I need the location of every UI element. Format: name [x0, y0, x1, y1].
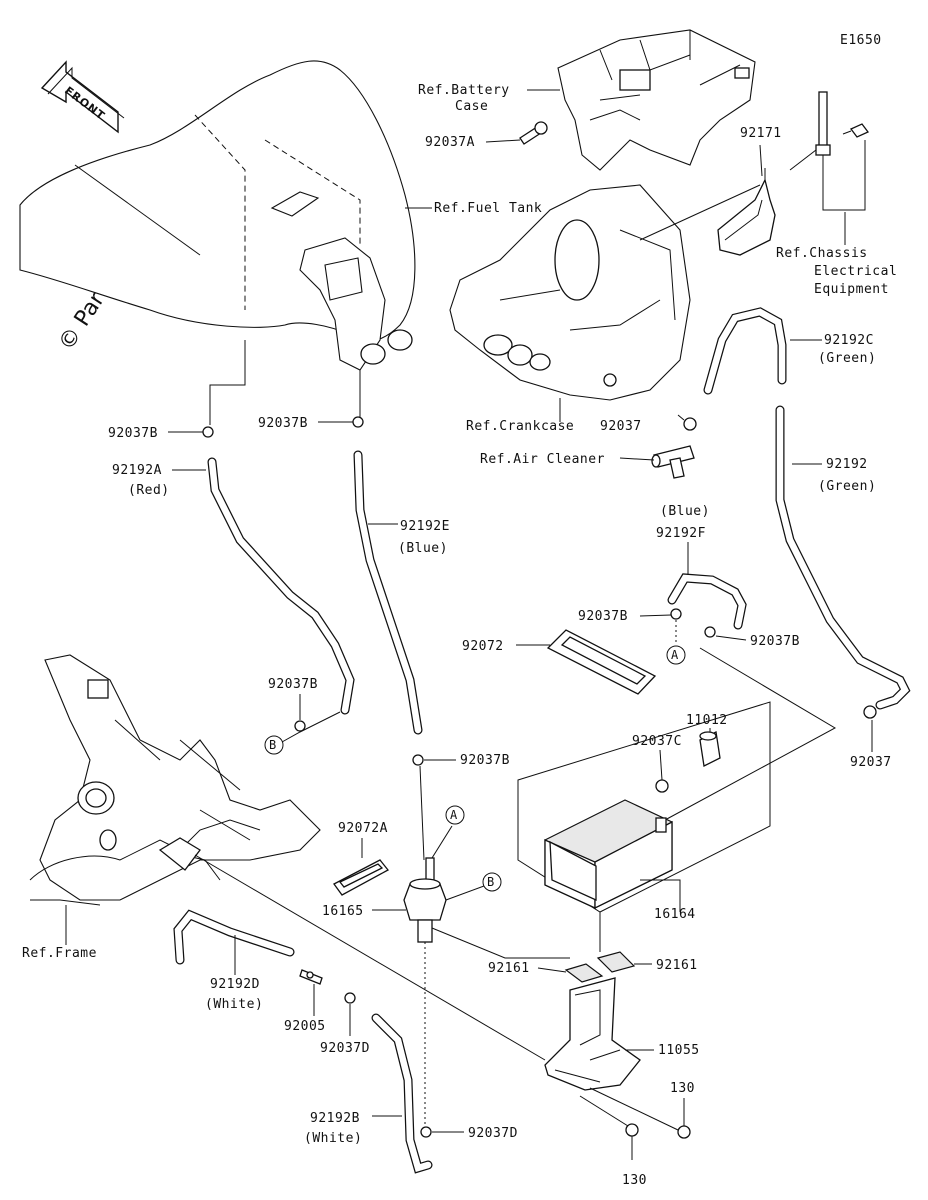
part-92192A-label: 92192A: [112, 463, 162, 478]
callout-A-bottom: [445, 805, 465, 825]
callout-A-top: [666, 645, 686, 665]
part-92192F-label: 92192F: [656, 526, 706, 541]
callout-B-right-label: B: [487, 875, 494, 889]
part-92037A-label: 92037A: [425, 135, 475, 150]
part-92161-right-label: 92161: [656, 958, 698, 973]
part-130-bottom-label: 130: [622, 1173, 647, 1188]
fitting-92005: [299, 969, 323, 985]
pad-92161-left: [564, 963, 604, 983]
ref-battery-case-label-1: Ref.Battery: [418, 83, 510, 98]
callout-B-left: [264, 735, 284, 755]
part-92192B-label: 92192B: [310, 1111, 360, 1126]
canister-16164: [544, 799, 673, 910]
part-92037B-3-label: 92037B: [268, 677, 318, 692]
air-cleaner-fitting: [651, 445, 695, 479]
ref-battery-case-label-2: Case: [455, 99, 488, 114]
part-92037B-2-label: 92037B: [258, 416, 308, 431]
part-92072A-label: 92072A: [338, 821, 388, 836]
part-92192A-color: (Red): [128, 483, 170, 498]
hose-92192A: [207, 457, 355, 715]
part-92192F-color: (Blue): [660, 504, 710, 519]
ref-crankcase-label: Ref.Crankcase: [466, 419, 574, 434]
ref-fuel-tank-label: Ref.Fuel Tank: [434, 201, 542, 216]
front-arrow-icon: FRONT: [40, 60, 125, 134]
part-11012-label: 11012: [686, 713, 728, 728]
hose-92192C: [703, 307, 787, 395]
pad-92161-right: [596, 951, 636, 973]
cap-11012: [699, 731, 721, 767]
part-92192-label: 92192: [826, 457, 868, 472]
callout-B-right: [482, 872, 502, 892]
part-92037D-2-label: 92037D: [468, 1126, 518, 1141]
part-92072-label: 92072: [462, 639, 504, 654]
clamp-92037D-2: [420, 1126, 432, 1138]
part-92192E-label: 92192E: [400, 519, 450, 534]
part-92037-top-label: 92037: [600, 419, 642, 434]
fuel-tank-outline: [19, 60, 416, 371]
ref-frame-label: Ref.Frame: [22, 946, 97, 961]
clamp-92037-top: [677, 414, 697, 431]
ref-chassis-label-1: Ref.Chassis: [776, 246, 868, 261]
part-11055-label: 11055: [658, 1043, 700, 1058]
strap-92072A: [333, 859, 389, 896]
part-92192C-label: 92192C: [824, 333, 874, 348]
callout-A-top-label: A: [671, 648, 679, 662]
clamp-92037B-3: [294, 720, 306, 732]
callout-B-left-label: B: [269, 738, 276, 752]
part-92037B-5-label: 92037B: [750, 634, 800, 649]
part-92037-right-label: 92037: [850, 755, 892, 770]
part-92037B-4-label: 92037B: [578, 609, 628, 624]
bracket-92171: [717, 178, 776, 256]
part-92192B-color: (White): [304, 1131, 362, 1146]
hose-92192B: [371, 1013, 433, 1174]
clamp-92037B-2: [352, 416, 364, 428]
part-92192D-color: (White): [205, 997, 263, 1012]
part-16164-label: 16164: [654, 907, 696, 922]
part-92037D-1-label: 92037D: [320, 1041, 370, 1056]
part-92161-left-label: 92161: [488, 961, 530, 976]
frame: [29, 654, 321, 906]
hose-92192D: [173, 909, 295, 965]
clamp-92037D-1: [344, 992, 356, 1004]
part-130-top-label: 130: [670, 1081, 695, 1096]
part-92192-color: (Green): [818, 479, 876, 494]
filter-16165: [403, 857, 447, 943]
part-92192D-label: 92192D: [210, 977, 260, 992]
part-92005-label: 92005: [284, 1019, 326, 1034]
bolt-130-bottom: [625, 1123, 639, 1160]
clamp-92037B-4: [670, 608, 682, 620]
hose-92192F: [667, 573, 747, 630]
bolt-130-top: [677, 1098, 691, 1139]
ref-chassis-label-3: Equipment: [814, 282, 889, 297]
part-92192E-color: (Blue): [398, 541, 448, 556]
clamp-92037B-1: [202, 426, 214, 438]
part-92192C-color: (Green): [818, 351, 876, 366]
strap-92072: [546, 629, 657, 695]
part-92037B-1-label: 92037B: [108, 426, 158, 441]
part-92037C-label: 92037C: [632, 734, 682, 749]
chassis-connector: [789, 91, 870, 211]
callout-A-bottom-label: A: [450, 808, 458, 822]
part-16165-label: 16165: [322, 904, 364, 919]
part-92037B-6-label: 92037B: [460, 753, 510, 768]
hose-92192E: [353, 450, 423, 735]
ref-air-cleaner-label: Ref.Air Cleaner: [480, 452, 605, 467]
crankcase: [449, 184, 691, 401]
clamp-92037-right: [863, 705, 877, 719]
clamp-92037C: [655, 779, 669, 793]
bolt-92037A: [519, 121, 548, 145]
battery-case: [557, 29, 756, 171]
part-92171-label: 92171: [740, 126, 782, 141]
hose-92192: [775, 405, 911, 710]
ref-chassis-label-2: Electrical: [814, 264, 897, 279]
clamp-92037B-5: [704, 626, 716, 638]
diagram-code: E1650: [840, 33, 882, 48]
clamp-92037B-6: [412, 754, 424, 766]
bracket-11055: [544, 977, 641, 1091]
